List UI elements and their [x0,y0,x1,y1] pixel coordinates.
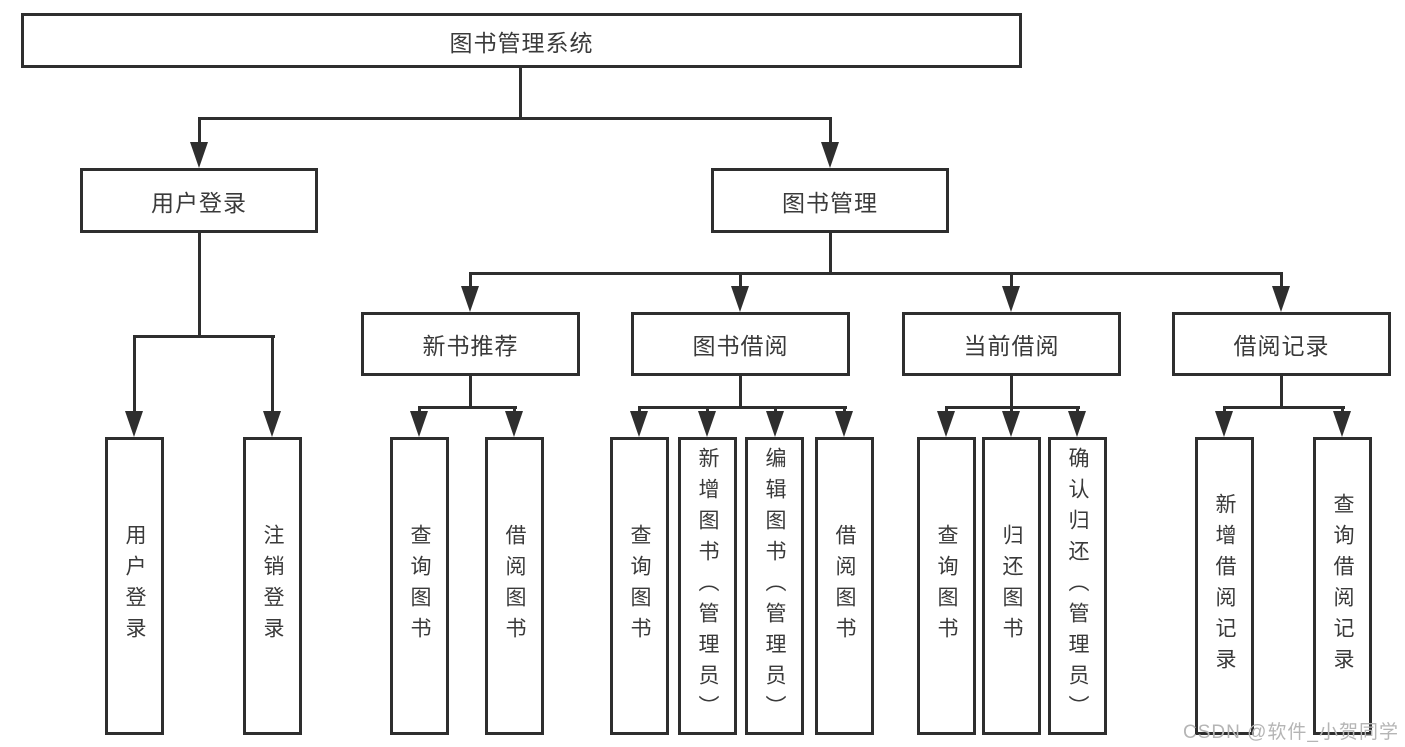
connector-line [1222,406,1345,409]
arrowhead-down-icon [1333,411,1351,437]
arrowhead-down-icon [731,286,749,312]
node-user-login: 用户登录 [80,168,318,233]
connector-line [468,272,1283,275]
arrowhead-down-icon [821,142,839,168]
connector-line [1340,406,1344,414]
arrowhead-down-icon [190,142,208,168]
leaf-label: 查询图书 [408,524,431,648]
watermark-text: CSDN @软件_小贺同学 [1183,722,1399,743]
connector-line [842,406,846,414]
connector-line [944,406,948,414]
arrowhead-down-icon [1002,411,1020,437]
connector-line [705,406,709,414]
node-borrowing-records: 借阅记录 [1172,312,1391,376]
connector-line [519,68,522,120]
leaf-user-login: 用户登录 [105,437,164,735]
leaf-logout: 注销登录 [243,437,302,735]
arrowhead-down-icon [698,411,716,437]
connector-line [738,272,742,289]
connector-line [132,335,275,338]
arrowhead-down-icon [1068,411,1086,437]
leaf-query-borrow-record: 查询借阅记录 [1313,437,1372,735]
leaf-label: 新增借阅记录 [1213,493,1236,679]
leaf-label: 查询图书 [628,524,651,648]
connector-line [132,335,136,413]
leaf-query-books-recommend: 查询图书 [390,437,449,735]
arrowhead-down-icon [1002,286,1020,312]
connector-line [1222,406,1226,414]
connector-line [417,406,517,409]
arrowhead-down-icon [410,411,428,437]
arrowhead-down-icon [461,286,479,312]
leaf-borrow-books-borrowing: 借阅图书 [815,437,874,735]
arrowhead-down-icon [766,411,784,437]
arrowhead-down-icon [1215,411,1233,437]
connector-line [1009,272,1013,289]
connector-line [197,117,832,120]
leaf-query-books-current: 查询图书 [917,437,976,735]
leaf-borrow-books-recommend: 借阅图书 [485,437,544,735]
connector-line [468,272,472,289]
arrowhead-down-icon [630,411,648,437]
node-current-borrowing: 当前借阅 [902,312,1121,376]
arrowhead-down-icon [505,411,523,437]
leaf-label: 查询图书 [935,524,958,648]
leaf-label: 归还图书 [1000,524,1023,648]
node-book-management-system: 图书管理系统 [21,13,1022,68]
connector-line [1279,272,1283,289]
connector-line [417,406,421,414]
arrowhead-down-icon [835,411,853,437]
leaf-label: 用户登录 [123,524,146,648]
connector-line [197,233,201,338]
leaf-label: 借阅图书 [833,524,856,648]
leaf-label: 确认归还（管理员） [1066,446,1089,726]
connector-line [1009,376,1013,409]
leaf-add-borrow-record: 新增借阅记录 [1195,437,1254,735]
arrowhead-down-icon [125,411,143,437]
leaf-label: 注销登录 [261,524,284,648]
connector-line [637,406,847,409]
leaf-label: 查询借阅记录 [1331,493,1354,679]
leaf-query-books-borrowing: 查询图书 [610,437,669,735]
arrowhead-down-icon [1272,286,1290,312]
node-book-management: 图书管理 [711,168,949,233]
arrowhead-down-icon [937,411,955,437]
leaf-return-books: 归还图书 [982,437,1041,735]
leaf-label: 新增图书（管理员） [696,446,719,726]
connector-line [637,406,641,414]
connector-line [468,376,472,409]
connector-line [828,233,832,275]
leaf-add-books-admin: 新增图书（管理员） [678,437,737,735]
connector-line [773,406,777,414]
node-new-book-recommendation: 新书推荐 [361,312,580,376]
connector-line [1009,406,1013,414]
connector-line [1075,406,1079,414]
connector-line [1279,376,1283,409]
connector-line [197,117,201,144]
connector-line [738,376,742,409]
node-book-borrowing: 图书借阅 [631,312,850,376]
leaf-label: 编辑图书（管理员） [763,446,786,726]
leaf-edit-books-admin: 编辑图书（管理员） [745,437,804,735]
leaf-label: 借阅图书 [503,524,526,648]
arrowhead-down-icon [263,411,281,437]
connector-line [270,335,274,413]
connector-line [512,406,516,414]
connector-line [828,117,832,144]
leaf-confirm-return-admin: 确认归还（管理员） [1048,437,1107,735]
